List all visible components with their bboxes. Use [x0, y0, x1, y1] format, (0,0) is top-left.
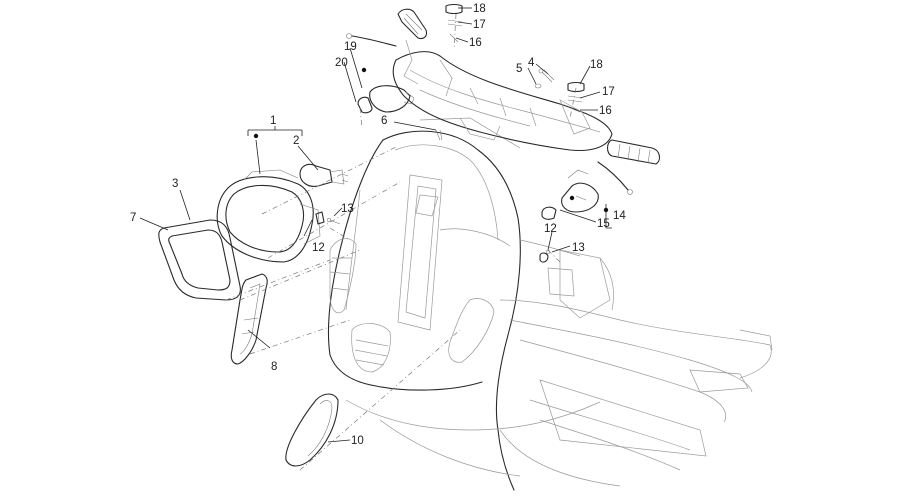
nut-5 — [534, 83, 542, 89]
callout-3: 3 — [172, 178, 178, 190]
callout-12-left: 12 — [312, 242, 325, 254]
callout-14: 14 — [613, 210, 626, 222]
callout-dot — [603, 207, 609, 213]
callout-16-right: 16 — [599, 105, 612, 117]
left-turn-indicator — [369, 85, 415, 113]
callout-6: 6 — [381, 115, 387, 127]
headlamp-bulb — [299, 163, 349, 187]
callout-2: 2 — [293, 135, 299, 147]
screw-4 — [538, 68, 555, 83]
assembly-lines — [225, 13, 577, 471]
callout-17-right: 17 — [602, 86, 615, 98]
front-shield-body — [327, 117, 601, 491]
callout-10: 10 — [351, 435, 364, 447]
callout-18-right: 18 — [590, 59, 603, 71]
right-turn-indicator — [561, 169, 599, 213]
callout-1: 1 — [270, 115, 276, 127]
footboard-frame — [499, 239, 773, 487]
callout-19: 19 — [344, 41, 357, 53]
callout-dot — [361, 67, 367, 73]
headlamp-rim — [158, 219, 241, 301]
side-reflector — [230, 273, 268, 365]
callout-7: 7 — [130, 212, 136, 224]
spring-17-top — [447, 19, 463, 27]
callout-13-left: 13 — [341, 203, 354, 215]
callout-17-top: 17 — [473, 19, 486, 31]
screw-13-right — [545, 249, 551, 255]
callout-18-top: 18 — [473, 3, 486, 15]
cap-18-right — [567, 81, 585, 93]
callout-dot — [569, 195, 575, 201]
handlebar-assembly — [346, 8, 661, 195]
spring-17-right — [567, 95, 583, 103]
small-bulb-left — [357, 96, 373, 114]
callout-20: 20 — [335, 57, 348, 69]
clip-12-left — [315, 211, 325, 225]
callout-4: 4 — [528, 57, 535, 69]
clip-12-right — [539, 252, 549, 263]
cap-18-top — [445, 3, 463, 15]
screw-13-left — [326, 217, 341, 225]
callout-12-right: 12 — [544, 223, 557, 235]
callout-13-right: 13 — [572, 242, 585, 254]
bolt-6 — [435, 129, 443, 141]
callout-15: 15 — [597, 218, 610, 230]
callout-8: 8 — [271, 361, 277, 373]
leader-lines — [139, 7, 612, 443]
pin-16-top — [449, 33, 459, 43]
front-reflector — [285, 393, 339, 467]
pin-16-right — [569, 107, 581, 113]
small-bulb-right — [541, 206, 557, 220]
callout-dot — [253, 133, 259, 139]
callout-16-top: 16 — [469, 37, 482, 49]
headlamp-unit — [216, 169, 321, 263]
callout-5: 5 — [516, 63, 522, 75]
callout-labels: 1 2 3 4 5 6 7 8 10 12 12 13 13 14 15 16 … — [130, 3, 626, 447]
